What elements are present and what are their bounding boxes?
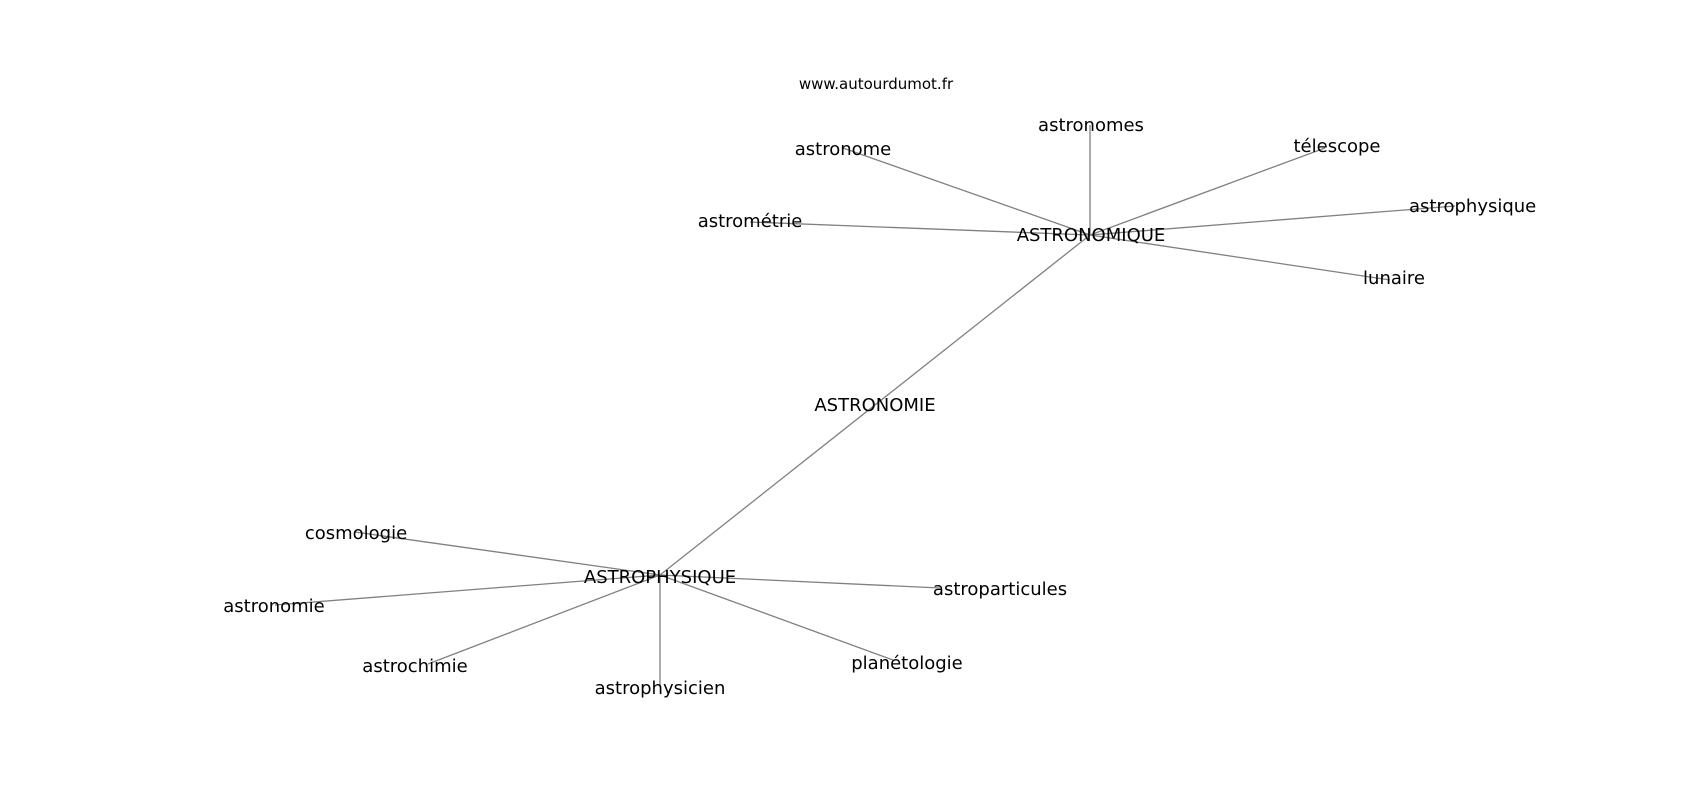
node-astronome[interactable]: astronome xyxy=(795,139,892,160)
node-cosmologie[interactable]: cosmologie xyxy=(305,523,407,544)
node-astrometrie[interactable]: astrométrie xyxy=(698,211,803,232)
node-hub-astronomique[interactable]: ASTRONOMIQUE xyxy=(1017,225,1166,246)
edge-astrophysique-astroparticules xyxy=(659,574,941,589)
node-center-astronomie[interactable]: ASTRONOMIE xyxy=(814,395,935,416)
edge-astronomique-astrometrie xyxy=(749,221,1091,236)
edge-astrophysique-planetologie xyxy=(659,574,894,661)
graph-labels: ASTRONOMIE ASTRONOMIQUE astronomes astro… xyxy=(223,115,1536,699)
edge-astronomique-astrophysique xyxy=(1089,205,1456,236)
edge-astrophysique-cosmologie xyxy=(354,531,661,576)
node-telescope[interactable]: télescope xyxy=(1294,136,1381,157)
node-astrophysicien[interactable]: astrophysicien xyxy=(595,678,726,699)
edge-astrophysique-astronomie xyxy=(274,574,661,606)
node-astroparticules[interactable]: astroparticules xyxy=(933,579,1067,600)
edge-astrophysique-astrochimie xyxy=(427,574,661,665)
node-hub-astrophysique[interactable]: ASTROPHYSIQUE xyxy=(584,567,736,588)
node-astronomes[interactable]: astronomes xyxy=(1038,115,1144,136)
node-lunaire[interactable]: lunaire xyxy=(1363,268,1425,289)
edge-astronomique-astrophysique xyxy=(659,234,1091,576)
graph-edges xyxy=(274,125,1456,687)
node-astronomie[interactable]: astronomie xyxy=(223,596,325,617)
watermark-url: www.autourdumot.fr xyxy=(799,75,954,93)
node-planetologie[interactable]: planétologie xyxy=(851,653,963,674)
edge-astronomique-astronome xyxy=(842,147,1091,236)
node-astrochimie[interactable]: astrochimie xyxy=(362,656,467,677)
edge-astronomique-lunaire xyxy=(1089,234,1391,281)
node-astrophysique[interactable]: astrophysique xyxy=(1409,196,1536,217)
edge-astronomique-telescope xyxy=(1089,147,1326,236)
